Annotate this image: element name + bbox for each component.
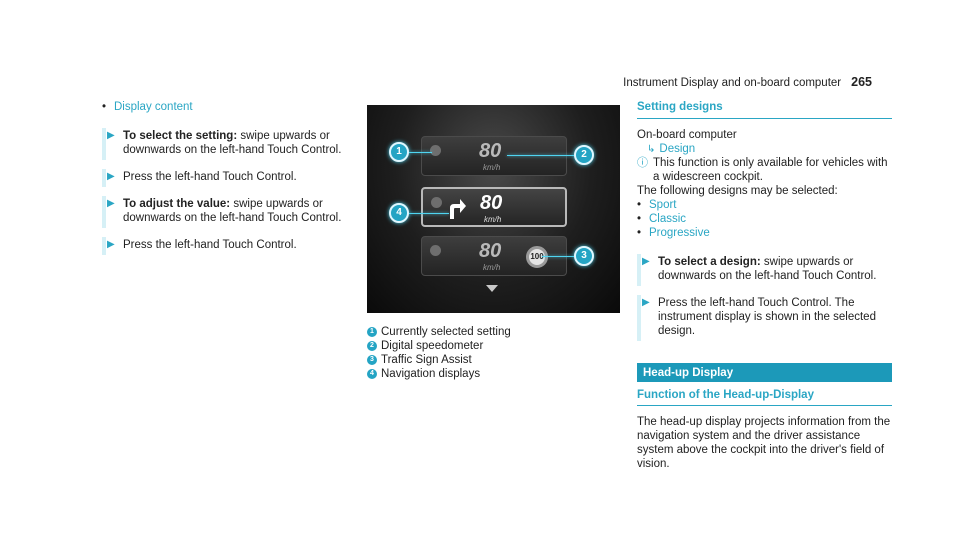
step-arrow-icon: ▶ [642, 256, 650, 267]
speed-value: 80 [479, 140, 502, 162]
callout-line [542, 256, 574, 257]
design-link[interactable]: Design [659, 143, 696, 155]
info-note-text: This function is only available for vehi… [653, 157, 888, 183]
head-up-paragraph: The head-up display projects information… [637, 416, 891, 470]
step-text: Press the left-hand Touch Control. [123, 239, 297, 251]
middle-column: 80 km/h 80 km/h 80 km/h 100 1 2 3 4 1 [367, 100, 620, 381]
step-arrow-icon: ▶ [107, 239, 115, 250]
legend-label: Navigation displays [381, 368, 481, 380]
selection-dot-icon [431, 197, 442, 208]
head-up-function-heading: Function of the Head-up-Display [637, 388, 892, 406]
left-column: Display content ▶ To select the setting:… [102, 100, 347, 264]
step-text: Press the left-hand Touch Control. The i… [658, 297, 876, 337]
step-bold-label: To adjust the value: [123, 198, 231, 210]
legend-item: 3 Traffic Sign Assist [367, 353, 620, 367]
speed-value: 80 [479, 240, 502, 262]
progressive-link[interactable]: Progressive [649, 227, 710, 239]
step-press-control-1: ▶ Press the left-hand Touch Control. [102, 169, 347, 187]
callout-line [409, 152, 432, 153]
tile-selected-setting: 80 km/h [421, 136, 567, 176]
legend-label: Currently selected setting [381, 326, 511, 338]
scroll-down-icon [486, 285, 498, 292]
info-icon: ⓘ [637, 157, 648, 169]
page-number: 265 [851, 75, 872, 89]
step-select-design: ▶ To select a design: swipe upwards or d… [637, 254, 892, 286]
step-bold-label: To select the setting: [123, 130, 238, 142]
step-press-control-2: ▶ Press the left-hand Touch Control. [102, 237, 347, 255]
design-option-progressive: Progressive [637, 226, 892, 240]
step-arrow-icon: ▶ [107, 171, 115, 182]
display-content-item: Display content [102, 100, 347, 114]
step-arrow-icon: ▶ [107, 198, 115, 209]
classic-link[interactable]: Classic [649, 213, 687, 225]
chapter-title: Instrument Display and on-board computer [623, 77, 842, 89]
legend-item: 2 Digital speedometer [367, 339, 620, 353]
legend-label: Digital speedometer [381, 340, 484, 352]
legend-number: 3 [367, 355, 377, 365]
callout-4: 4 [389, 203, 409, 223]
page-header: Instrument Display and on-board computer… [552, 75, 872, 90]
design-option-classic: Classic [637, 212, 892, 226]
speed-unit: km/h [483, 263, 501, 272]
step-text: swipe upwards or downwards on the left-h… [123, 130, 342, 156]
speed-unit: km/h [484, 215, 502, 224]
tile-navigation: 80 km/h [421, 187, 567, 227]
right-column: Setting designs On-board computer ↳Desig… [637, 100, 892, 471]
design-option-sport: Sport [637, 198, 892, 212]
menu-path-child: ↳Design [637, 142, 892, 156]
legend-number: 4 [367, 369, 377, 379]
legend-label: Traffic Sign Assist [381, 354, 472, 366]
info-note: ⓘ This function is only available for ve… [637, 156, 892, 184]
sport-link[interactable]: Sport [649, 199, 677, 211]
turn-arrow-icon [450, 199, 466, 219]
legend-number: 2 [367, 341, 377, 351]
callout-3: 3 [574, 246, 594, 266]
setting-designs-heading: Setting designs [637, 100, 892, 119]
speed-value: 80 [480, 192, 503, 214]
designs-intro: The following designs may be selected: [637, 185, 838, 197]
legend-number: 1 [367, 327, 377, 337]
selection-dot-icon [430, 145, 441, 156]
legend-item: 4 Navigation displays [367, 367, 620, 381]
speed-unit: km/h [483, 163, 501, 172]
path-arrow-icon: ↳ [647, 144, 656, 155]
step-text: swipe upwards or downwards on the left-h… [123, 198, 342, 224]
step-select-setting: ▶ To select the setting: swipe upwards o… [102, 128, 347, 160]
speed-limit-sign-icon: 100 [526, 246, 548, 268]
step-bold-label: To select a design: [658, 256, 761, 268]
step-arrow-icon: ▶ [107, 130, 115, 141]
step-text: swipe upwards or downwards on the left-h… [658, 256, 877, 282]
legend-item: 1 Currently selected setting [367, 325, 620, 339]
callout-2: 2 [574, 145, 594, 165]
head-up-display-heading: Head-up Display [637, 363, 892, 382]
step-adjust-value: ▶ To adjust the value: swipe upwards or … [102, 196, 347, 228]
selection-dot-icon [430, 245, 441, 256]
step-press-control-3: ▶ Press the left-hand Touch Control. The… [637, 295, 892, 341]
callout-1: 1 [389, 142, 409, 162]
menu-path-root: On-board computer [637, 129, 737, 141]
callout-line [409, 213, 449, 214]
instrument-display-image: 80 km/h 80 km/h 80 km/h 100 1 2 3 4 [367, 105, 620, 313]
callout-line [507, 155, 575, 156]
display-content-link[interactable]: Display content [114, 101, 193, 113]
step-arrow-icon: ▶ [642, 297, 650, 308]
image-legend: 1 Currently selected setting 2 Digital s… [367, 325, 620, 381]
step-text: Press the left-hand Touch Control. [123, 171, 297, 183]
